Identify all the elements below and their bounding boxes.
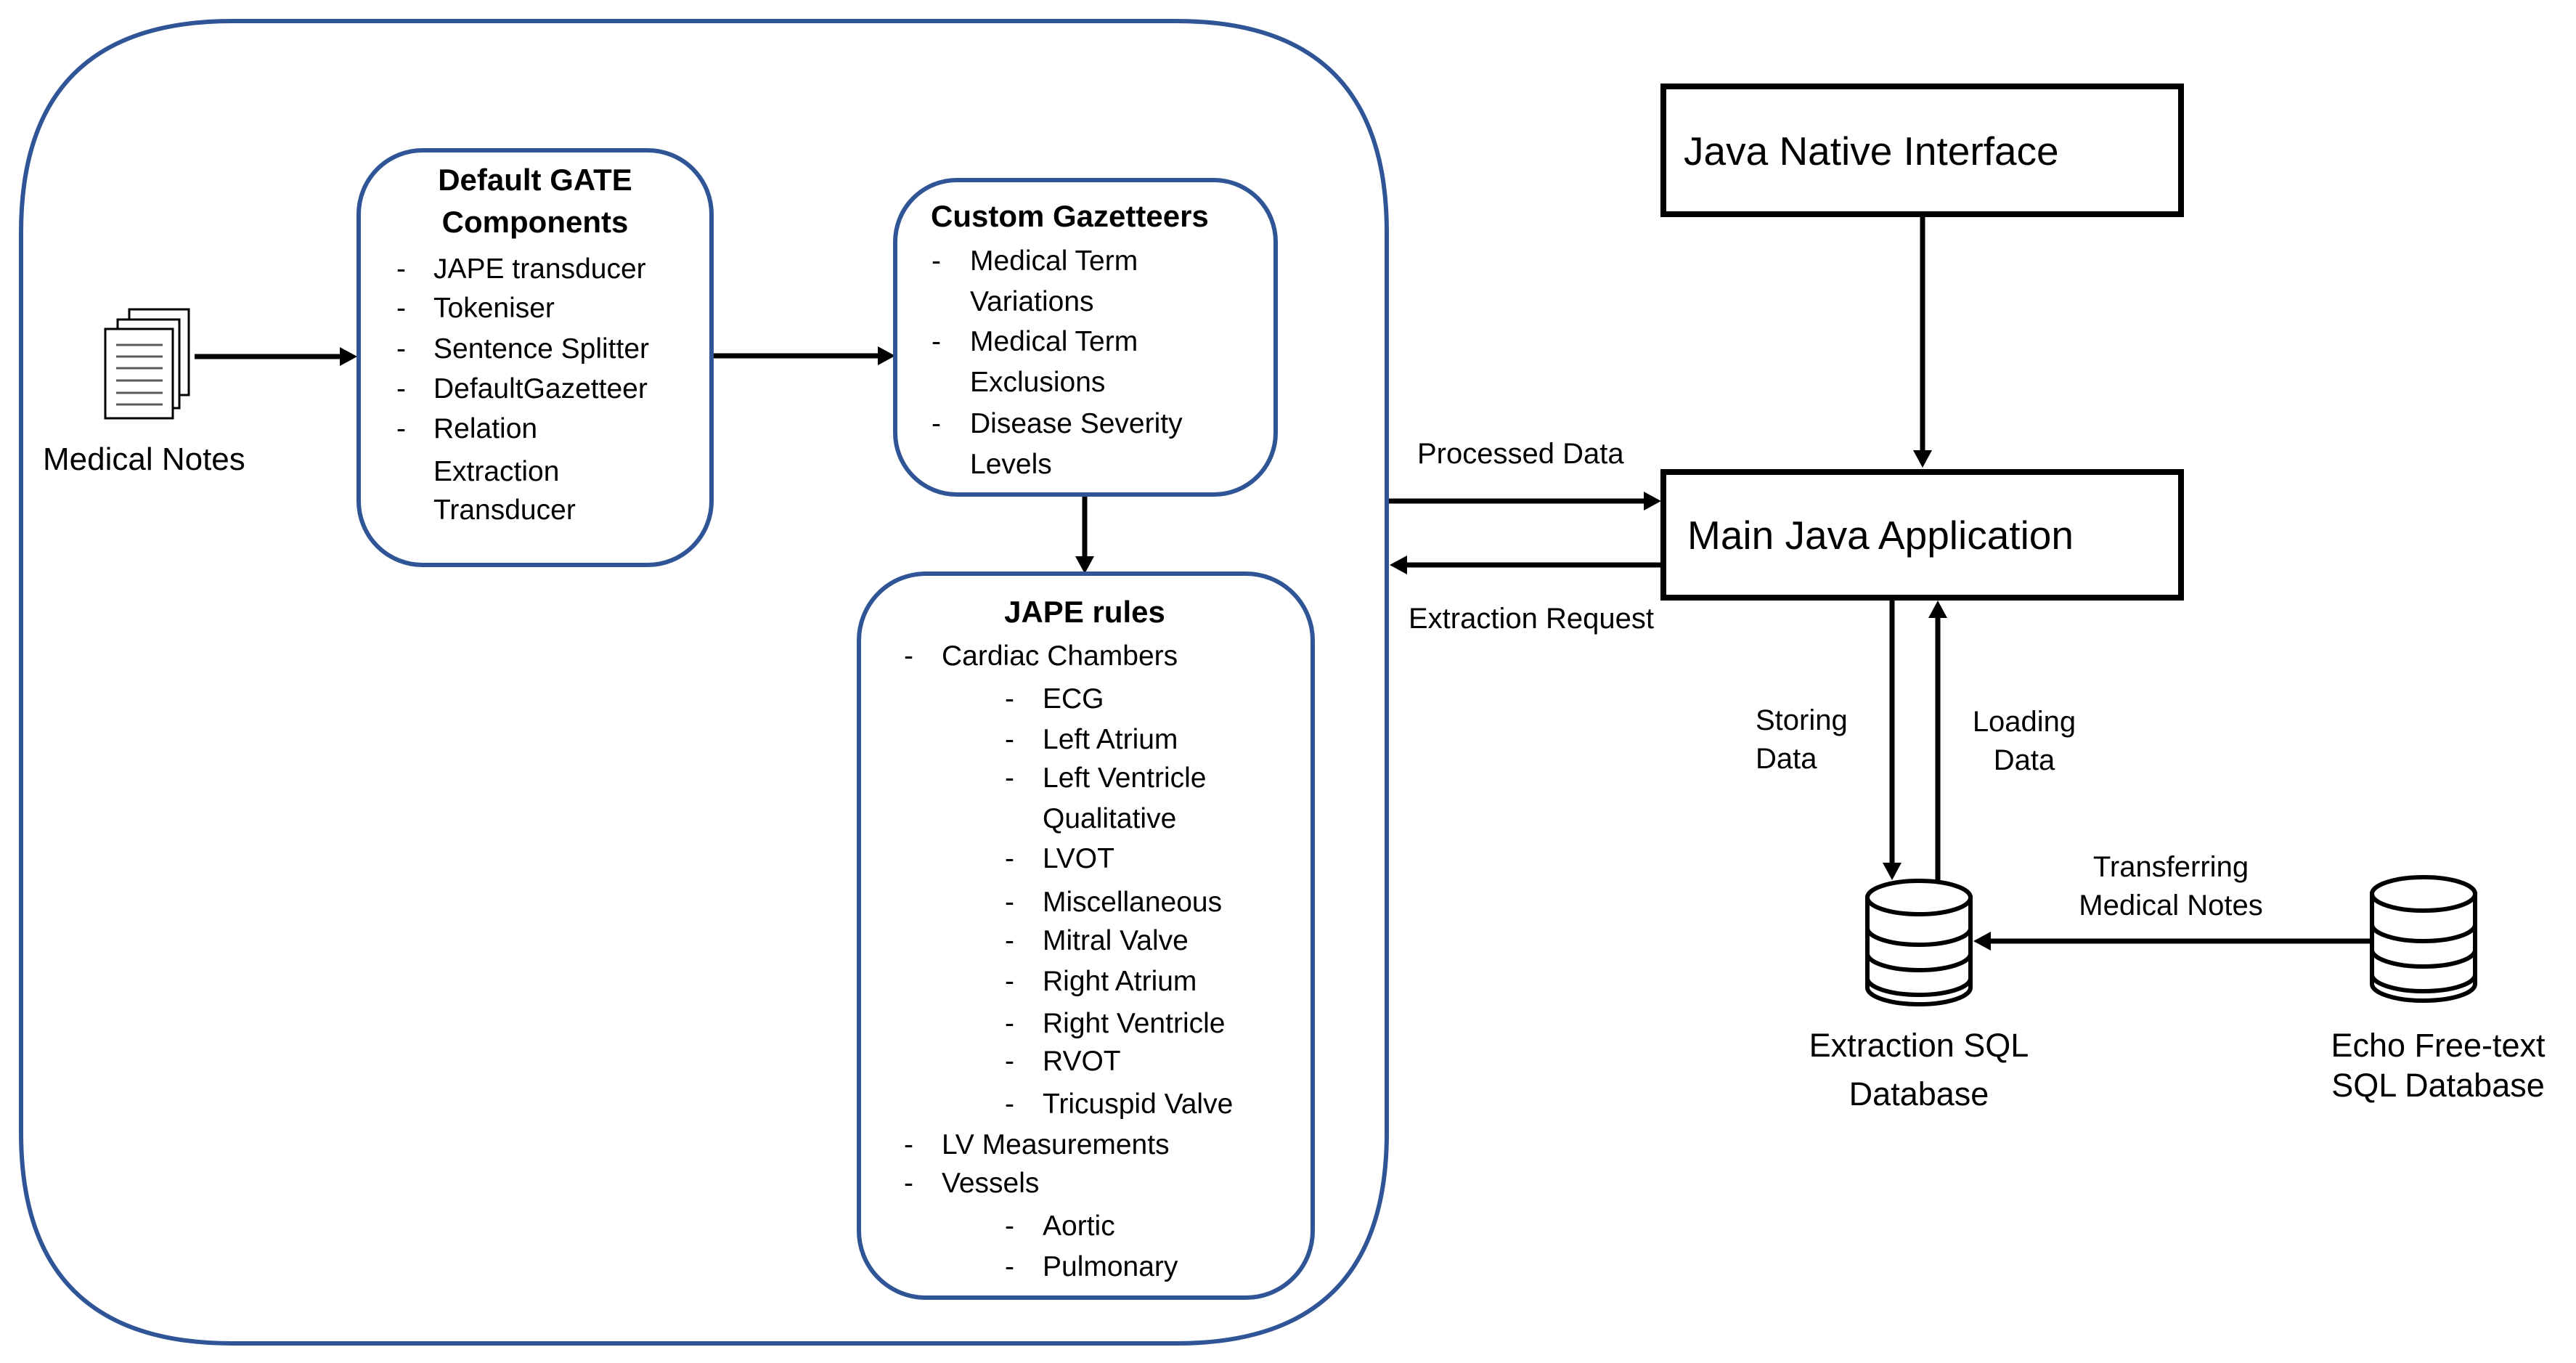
list-item: Vessels	[942, 1168, 1039, 1199]
echo-database-icon	[2370, 875, 2477, 1003]
sub-item: LVOT	[1043, 843, 1114, 874]
list-bullet: -	[932, 245, 941, 277]
jape-rules-box: JAPE rules - Cardiac Chambers - ECG - Le…	[857, 571, 1315, 1300]
sub-item: Left Atrium	[1043, 724, 1178, 755]
arrow-extraction-request	[1390, 556, 1661, 574]
gate-container	[19, 19, 1389, 1346]
list-item: Relation	[433, 413, 537, 444]
sub-item: RVOT	[1043, 1046, 1121, 1077]
sub-item: Right Ventricle	[1043, 1008, 1225, 1039]
sub-bullet: -	[1005, 887, 1014, 918]
arrow-storing-data	[1883, 600, 1902, 880]
arrow-notes-to-gate	[195, 347, 357, 366]
default-gate-components-box: Default GATE Components - JAPE transduce…	[356, 148, 714, 567]
sub-item: Left Ventricle	[1043, 762, 1206, 794]
list-bullet: -	[396, 333, 406, 365]
main-app-label: Main Java Application	[1687, 513, 2074, 558]
list-item: Medical Term	[970, 245, 1138, 277]
sub-bullet: -	[1005, 925, 1014, 956]
list-bullet: -	[932, 408, 941, 439]
sub-item: Right Atrium	[1043, 966, 1197, 997]
list-bullet: -	[932, 326, 941, 357]
sub-bullet: -	[1005, 683, 1014, 715]
list-bullet: -	[396, 293, 406, 324]
sub-bullet: -	[1005, 1251, 1014, 1282]
extraction-database-label: Extraction SQL	[1809, 1027, 2029, 1064]
extraction-database-icon	[1865, 879, 1973, 1006]
transferring-label: Medical Notes	[2079, 890, 2262, 921]
sub-bullet: -	[1005, 843, 1014, 874]
loading-data-label: Loading	[1973, 706, 2076, 738]
list-item: Tokeniser	[433, 293, 555, 324]
java-native-interface-box: Java Native Interface	[1660, 84, 2184, 217]
list-item: Cardiac Chambers	[942, 640, 1178, 672]
processed-data-label: Processed Data	[1417, 438, 1624, 470]
list-bullet: -	[396, 413, 406, 444]
list-item: JAPE transducer	[433, 253, 646, 285]
sub-bullet: -	[1005, 966, 1014, 997]
arrow-custom-gazetteers-to-jape	[1075, 497, 1094, 574]
storing-data-label: Data	[1756, 743, 1817, 775]
list-bullet: -	[396, 253, 406, 285]
sub-item: ECG	[1043, 683, 1104, 715]
jni-label: Java Native Interface	[1684, 129, 2059, 174]
sub-item: Aortic	[1043, 1211, 1115, 1242]
loading-data-label: Data	[1994, 744, 2055, 776]
list-item: Medical Term	[970, 326, 1138, 357]
list-item: Sentence Splitter	[433, 333, 649, 365]
echo-database-label: Echo Free-text	[2331, 1027, 2546, 1064]
sub-item: Tricuspid Valve	[1043, 1089, 1233, 1120]
extraction-request-label: Extraction Request	[1409, 603, 1654, 635]
list-item-continuation: Variations	[970, 286, 1094, 317]
list-item: LV Measurements	[942, 1129, 1170, 1160]
documents-icon	[104, 308, 190, 420]
list-item-continuation: Exclusions	[970, 367, 1105, 398]
sub-bullet: -	[1005, 1008, 1014, 1039]
sub-item: Mitral Valve	[1043, 925, 1189, 956]
sub-item: Pulmonary	[1043, 1251, 1178, 1282]
sub-bullet: -	[1005, 1046, 1014, 1077]
custom-gazetteers-box: Custom Gazetteers - Medical Term Variati…	[893, 178, 1278, 497]
storing-data-label: Storing	[1756, 704, 1848, 736]
list-item-continuation: Extraction	[433, 456, 559, 487]
transferring-label: Transferring	[2093, 851, 2249, 883]
sub-bullet: -	[1005, 762, 1014, 794]
sub-item-continuation: Qualitative	[1043, 803, 1176, 834]
arrow-transferring-medical-notes	[1973, 932, 2371, 951]
echo-database-label: SQL Database	[2331, 1067, 2545, 1104]
sub-bullet: -	[1005, 1089, 1014, 1120]
sub-item: Miscellaneous	[1043, 887, 1222, 918]
extraction-database-label: Database	[1849, 1075, 1989, 1112]
list-bullet: -	[396, 373, 406, 404]
sub-bullet: -	[1005, 724, 1014, 755]
list-item-continuation: Levels	[970, 449, 1052, 480]
list-item-continuation: Transducer	[433, 495, 576, 526]
sub-bullet: -	[1005, 1211, 1014, 1242]
jape-rules-title: JAPE rules	[1004, 595, 1165, 629]
arrow-processed-data	[1389, 492, 1661, 510]
arrow-gate-to-custom-gazetteers	[714, 346, 895, 365]
list-bullet: -	[904, 640, 913, 672]
list-item: Disease Severity	[970, 408, 1183, 439]
list-item: DefaultGazetteer	[433, 373, 648, 404]
default-gate-title-line1: Default GATE	[438, 163, 632, 197]
default-gate-title-line2: Components	[442, 205, 629, 239]
medical-notes-label: Medical Notes	[43, 442, 245, 477]
main-java-application-box: Main Java Application	[1660, 469, 2184, 601]
list-bullet: -	[904, 1129, 913, 1160]
list-bullet: -	[904, 1168, 913, 1199]
arrow-loading-data	[1928, 601, 1947, 881]
custom-gazetteers-title: Custom Gazetteers	[931, 199, 1209, 233]
arrow-jni-to-main-app	[1913, 217, 1932, 468]
